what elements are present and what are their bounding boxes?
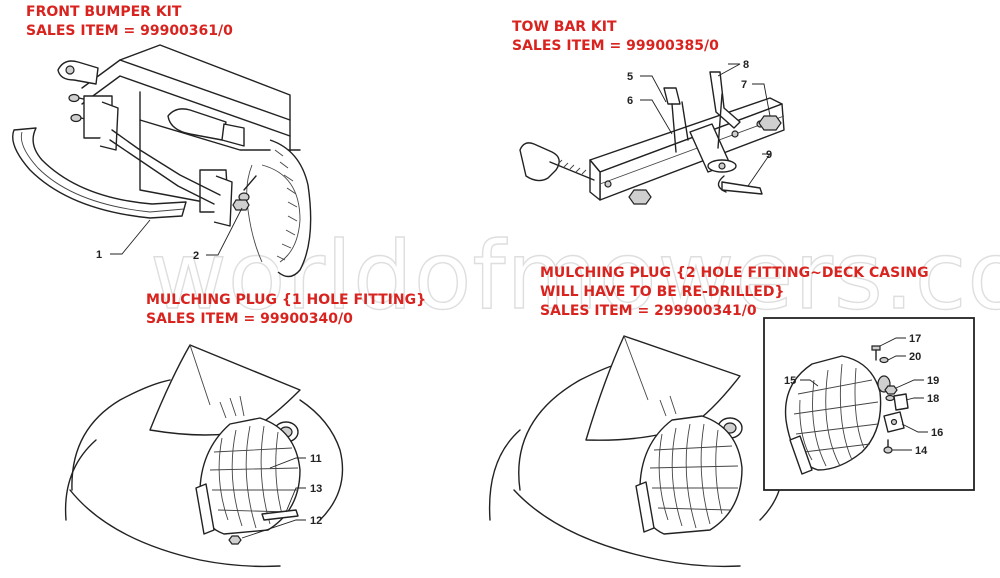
tow-bar-kit-title: TOW BAR KIT SALES ITEM = 99900385/0 (512, 18, 719, 56)
mulching-plug-2hole-name-line1: MULCHING PLUG {2 HOLE FITTING~DECK CASIN… (540, 265, 929, 281)
mulching-plug-2hole-name-line2: WILL HAVE TO BE RE-DRILLED} (540, 284, 785, 300)
front-bumper-kit-name: FRONT BUMPER KIT (26, 4, 182, 20)
callout-11: 11 (310, 453, 322, 465)
mulching-plug-2hole-title: MULCHING PLUG {2 HOLE FITTING~DECK CASIN… (540, 264, 929, 321)
mulching-plug-1hole-name: MULCHING PLUG {1 HOLE FITTING} (146, 292, 427, 308)
mulching-plug-1hole-title: MULCHING PLUG {1 HOLE FITTING} SALES ITE… (146, 291, 426, 329)
callout-7: 7 (741, 79, 747, 91)
mulching-plug-1hole-sales-item: SALES ITEM = 99900340/0 (146, 311, 353, 327)
callout-8: 8 (743, 59, 749, 71)
callout-13: 13 (310, 483, 322, 495)
callout-15: 15 (784, 375, 796, 387)
callout-1: 1 (96, 249, 102, 261)
front-bumper-kit-title: FRONT BUMPER KIT SALES ITEM = 99900361/0 (26, 3, 233, 41)
front-bumper-sales-item: SALES ITEM = 99900361/0 (26, 23, 233, 39)
callout-16: 16 (931, 427, 943, 439)
mulching-plug-2hole-drawing: 14 15 16 17 18 19 20 (488, 317, 975, 568)
callout-20: 20 (909, 351, 921, 363)
callout-17: 17 (909, 333, 921, 345)
front-bumper-drawing: 1 2 (12, 44, 312, 278)
callout-2: 2 (193, 250, 199, 262)
callout-5: 5 (627, 71, 633, 83)
callout-19: 19 (927, 375, 939, 387)
tow-bar-kit-name: TOW BAR KIT (512, 19, 617, 35)
tow-bar-sales-item: SALES ITEM = 99900385/0 (512, 38, 719, 54)
callout-12: 12 (310, 515, 322, 527)
mulching-plug-1hole-drawing: 11 12 13 (64, 344, 344, 568)
callout-6: 6 (627, 95, 633, 107)
callout-9: 9 (766, 149, 772, 161)
callout-18: 18 (927, 393, 939, 405)
tow-bar-drawing: 5 6 7 8 9 (519, 59, 785, 205)
mulching-plug-2hole-sales-item: SALES ITEM = 299900341/0 (540, 303, 757, 319)
callout-14: 14 (915, 445, 928, 457)
